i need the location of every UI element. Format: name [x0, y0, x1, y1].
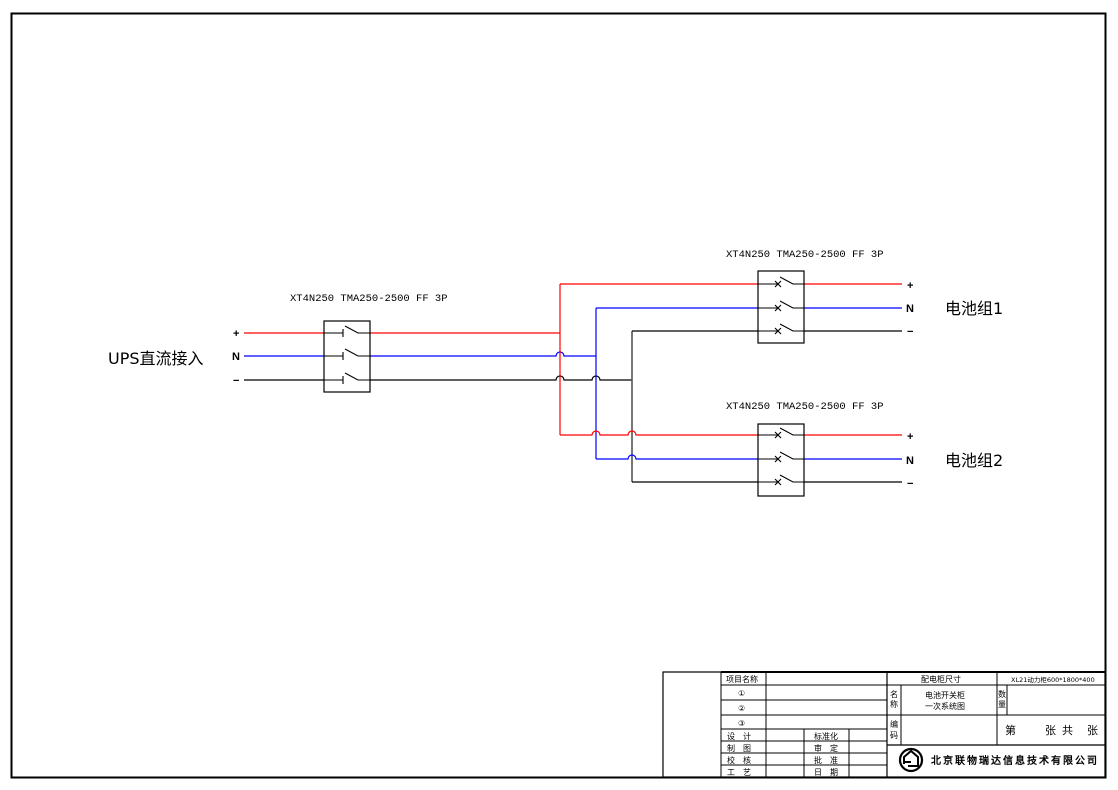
role-drawing: 制 图: [727, 743, 751, 753]
name-label-2: 称: [890, 699, 898, 709]
terminal-label: −: [233, 375, 239, 387]
main-breaker-label: XT4N250 TMA250-2500 FF 3P: [290, 293, 448, 305]
role-standardize: 标准化: [814, 731, 838, 741]
role-approve: 审 定: [814, 743, 838, 753]
sheet-zhang2: 张: [1087, 724, 1098, 737]
role-ratify: 批 准: [814, 755, 838, 765]
name-label-1: 名: [890, 689, 898, 699]
battery-group1-label: 电池组1: [945, 299, 1003, 318]
battery-group2-label: 电池组2: [945, 451, 1003, 470]
role-design: 设 计: [727, 731, 751, 741]
role-process: 工 艺: [727, 768, 751, 777]
battery1-terminal-labels: + N −: [906, 280, 914, 338]
terminal-label: N: [232, 351, 240, 363]
sheet-zhang1: 张: [1045, 724, 1056, 737]
breaker-switch-contacts: [324, 325, 370, 384]
breaker-switch-contacts: [758, 276, 804, 335]
company-logo-icon: [898, 747, 924, 773]
branch2-neutral-wire: [596, 454, 902, 460]
terminal-label: +: [907, 431, 913, 443]
terminal-label: +: [233, 328, 239, 340]
title-block: [662, 671, 1106, 778]
code-label-1: 编: [890, 719, 898, 729]
input-negative-wire: [244, 375, 632, 381]
company-name: 北京联物瑞达信息技术有限公司: [931, 754, 1099, 767]
quantity-label-2: 量: [998, 700, 1006, 709]
row-label-2: ②: [738, 704, 745, 713]
battery2-terminal-labels: + N −: [906, 431, 914, 490]
sheet-gong: 共: [1062, 724, 1073, 737]
battery2-breaker[interactable]: [757, 423, 805, 497]
row-label-1: ①: [738, 689, 745, 698]
code-label-2: 码: [890, 731, 898, 740]
breaker-switch-contacts: [758, 427, 804, 486]
source-terminal-labels: + N −: [232, 328, 240, 387]
breaker-box: [757, 270, 805, 344]
drawing-name-line2: 一次系统图: [925, 701, 965, 711]
role-date: 日 期: [814, 768, 838, 777]
battery1-breaker-label: XT4N250 TMA250-2500 FF 3P: [726, 249, 884, 261]
row-label-3: ③: [738, 719, 745, 728]
input-neutral-wire: [244, 351, 596, 357]
source-label: UPS直流接入: [108, 349, 204, 368]
cabinet-size-value: XL21动力柜600*1800*400: [1011, 675, 1095, 684]
cabinet-size-label: 配电柜尺寸: [921, 674, 961, 684]
drawing-name-line1: 电池开关柜: [925, 690, 965, 700]
role-check: 校 核: [727, 755, 751, 765]
quantity-label-1: 数: [998, 689, 1006, 699]
breaker-box: [757, 423, 805, 497]
terminal-label: −: [907, 326, 913, 338]
title-block-text: 项目名称 ① ② ③ 设 计 制 图 校 核 工 艺 标准化 审 定 批 准 日…: [726, 674, 1099, 777]
terminal-label: +: [907, 280, 913, 292]
terminal-label: N: [906, 455, 914, 467]
battery1-breaker[interactable]: [757, 270, 805, 344]
main-breaker[interactable]: [323, 320, 371, 393]
terminal-label: N: [906, 303, 914, 315]
branch2-positive-wire: [560, 430, 902, 436]
project-name-label: 项目名称: [726, 674, 758, 684]
drawing-frame: [10, 12, 1107, 779]
battery2-breaker-label: XT4N250 TMA250-2500 FF 3P: [726, 401, 884, 413]
sheet-di: 第: [1005, 723, 1016, 737]
terminal-label: −: [907, 478, 913, 490]
wiring: [244, 283, 902, 483]
